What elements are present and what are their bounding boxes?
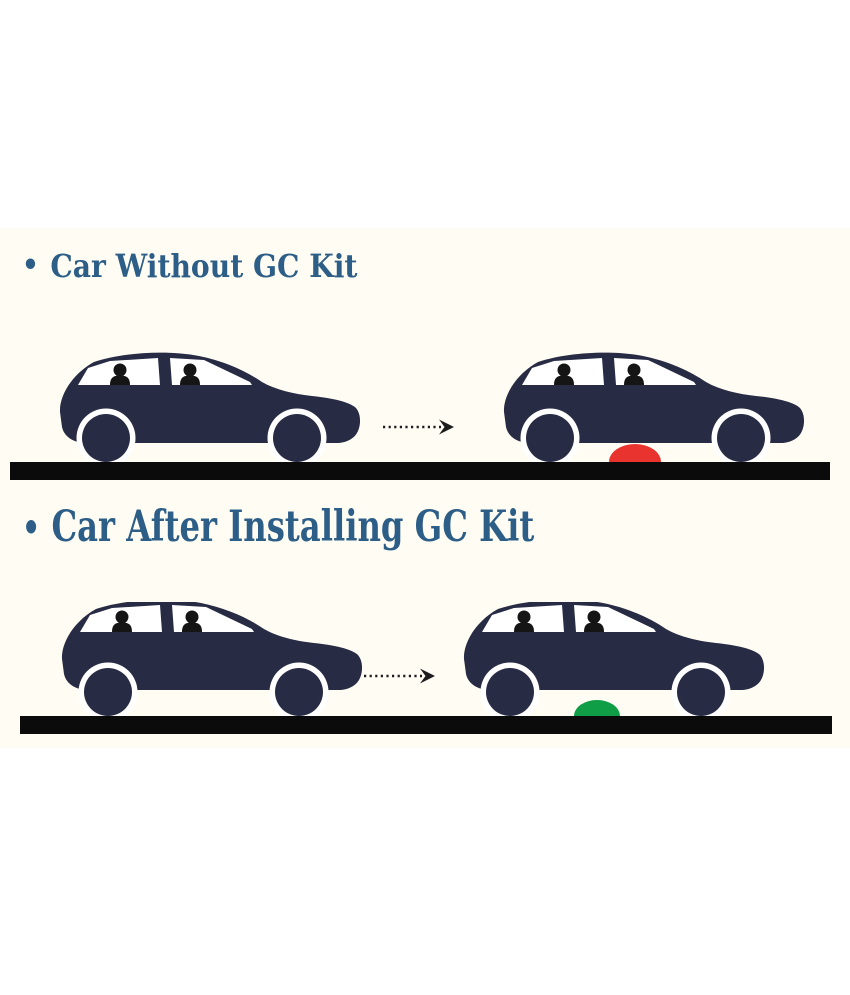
car-without-kit-scraping-bump (498, 348, 806, 462)
speed-breaker-red (609, 444, 661, 462)
section-title-after-gc: • Car After Installing GC Kit (22, 506, 534, 549)
speed-breaker-green (574, 700, 620, 716)
car-with-kit-clearing-bump (458, 602, 766, 716)
section-title-text: Car After Installing GC Kit (51, 502, 535, 552)
road-surface-top (10, 462, 830, 480)
bullet-point-icon: • (22, 504, 41, 550)
dotted-arrow-right-icon (362, 666, 440, 686)
dotted-arrow-right-icon (381, 417, 459, 437)
bullet-point-icon: • (22, 248, 39, 283)
car-with-kit-before-bump (56, 602, 364, 716)
section-title-without-gc: • Car Without GC Kit (22, 250, 357, 282)
car-without-kit-before-bump (54, 348, 362, 462)
road-surface-bottom (20, 716, 832, 734)
section-title-text: Car Without GC Kit (50, 247, 358, 285)
